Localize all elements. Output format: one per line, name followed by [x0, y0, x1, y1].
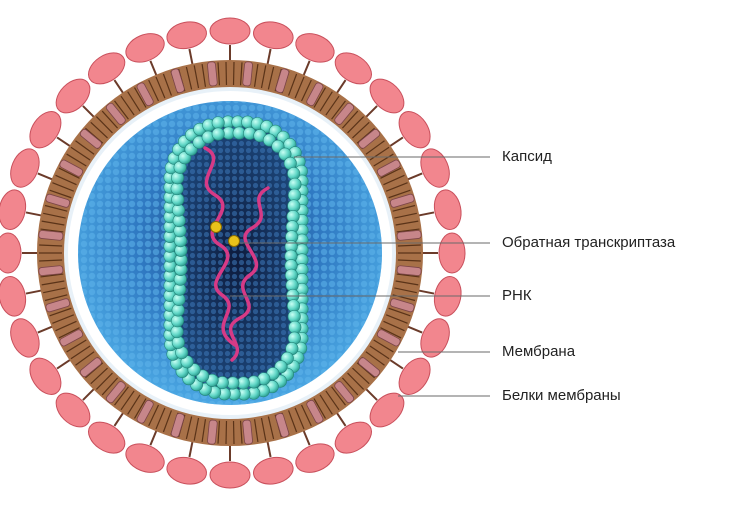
- label-rna: РНК: [502, 287, 532, 305]
- membrane-protein: [5, 145, 44, 192]
- capsid-protein: [289, 321, 301, 333]
- membrane-protein: [0, 274, 29, 318]
- membrane-protein: [0, 188, 29, 232]
- capsid-protein: [289, 178, 301, 190]
- capsid-protein: [171, 325, 183, 337]
- membrane-protein: [292, 28, 339, 67]
- membrane-protein: [5, 315, 44, 362]
- membrane-protein: [292, 438, 339, 477]
- reverse-transcriptase-2: [229, 236, 240, 247]
- membrane-protein: [210, 18, 250, 44]
- membrane-protein: [210, 462, 250, 488]
- membrane-protein: [329, 416, 377, 460]
- capsid-protein: [287, 167, 299, 179]
- membrane-protein: [23, 106, 67, 154]
- capsid-protein: [171, 182, 183, 194]
- capsid-protein: [288, 310, 300, 322]
- label-reverse-transcriptase: Обратная транскриптаза: [502, 234, 675, 252]
- membrane-protein: [83, 46, 131, 90]
- membrane-protein: [251, 19, 295, 52]
- membrane-protein: [251, 454, 295, 487]
- membrane-protein: [415, 315, 454, 362]
- membrane-protein: [415, 145, 454, 192]
- label-membrane: Мембрана: [502, 343, 575, 361]
- membrane-protein: [393, 106, 437, 154]
- label-membrane-proteins: Белки мембраны: [502, 387, 621, 405]
- membrane-protein: [431, 188, 464, 232]
- membrane-protein: [23, 352, 67, 400]
- capsid-protein: [212, 117, 224, 129]
- membrane-protein: [165, 454, 209, 487]
- capsid-protein: [212, 128, 224, 140]
- membrane-protein: [393, 352, 437, 400]
- reverse-transcriptase-1: [211, 222, 222, 233]
- membrane-protein: [122, 438, 169, 477]
- membrane-protein: [165, 19, 209, 52]
- membrane-protein: [0, 233, 21, 273]
- membrane-protein: [83, 416, 131, 460]
- membrane-protein: [329, 46, 377, 90]
- label-capsid: Капсид: [502, 148, 552, 166]
- capsid-protein: [172, 193, 184, 205]
- membrane-protein: [439, 233, 465, 273]
- membrane-protein: [122, 28, 169, 67]
- capsid-protein: [172, 336, 184, 348]
